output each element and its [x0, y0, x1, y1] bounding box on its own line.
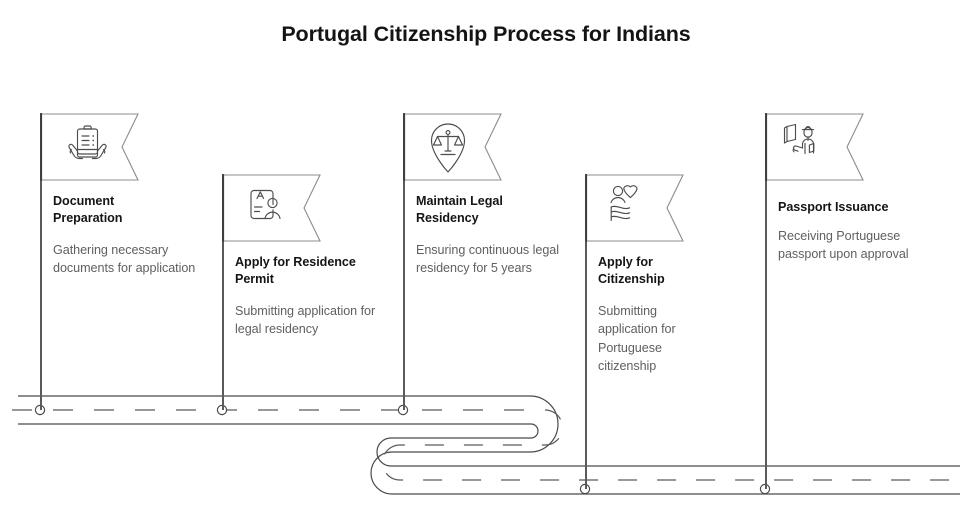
milestone-3-banner — [403, 113, 503, 181]
milestone-1-banner — [40, 113, 140, 181]
milestone-3-title: Maintain Legal Residency — [416, 194, 503, 225]
road-node-2 — [216, 404, 228, 416]
road-centerline-row2 — [400, 409, 564, 446]
road-edge-row2-bottom-inner — [376, 437, 960, 467]
milestone-2-banner — [222, 174, 322, 242]
milestone-5-title: Passport Issuance — [778, 200, 889, 214]
road-edge-row1-top — [18, 395, 559, 495]
milestone-1-description: Gathering necessary documents for applic… — [53, 243, 196, 276]
road-node-group — [34, 404, 771, 495]
milestone-4-title: Apply for Citizenship — [598, 255, 665, 286]
milestone-4-banner — [585, 174, 685, 242]
milestone-1-title: Document Preparation — [53, 194, 123, 225]
id-card-person-icon — [250, 189, 281, 220]
road-edge-row1-bottom-inner — [18, 423, 539, 439]
page-title: Portugal Citizenship Process for Indians — [281, 22, 691, 46]
road-node-3 — [397, 404, 409, 416]
hands-holding-clipboard-icon — [68, 125, 107, 160]
person-heart-flag-icon — [610, 185, 638, 222]
road-centerline-row3 — [381, 444, 968, 481]
milestone-5-pole — [765, 113, 767, 489]
justice-scales-pin-icon — [430, 123, 466, 173]
milestone-2-pole — [222, 174, 224, 410]
milestone-2-description: Submitting application for legal residen… — [235, 304, 376, 337]
milestone-4-pole — [585, 174, 587, 489]
officer-passport-icon — [783, 123, 815, 155]
milestone-5-banner — [765, 113, 865, 181]
milestone-3-description: Ensuring continuous legal residency for … — [416, 243, 559, 276]
milestone-2-title: Apply for Residence Permit — [235, 255, 356, 286]
milestone-3-pole — [403, 113, 405, 410]
milestone-4-description: Submitting application for Portuguese ci… — [598, 304, 676, 374]
milestone-1-pole — [40, 113, 42, 410]
milestone-5-description: Receiving Portuguese passport upon appro… — [778, 229, 909, 262]
